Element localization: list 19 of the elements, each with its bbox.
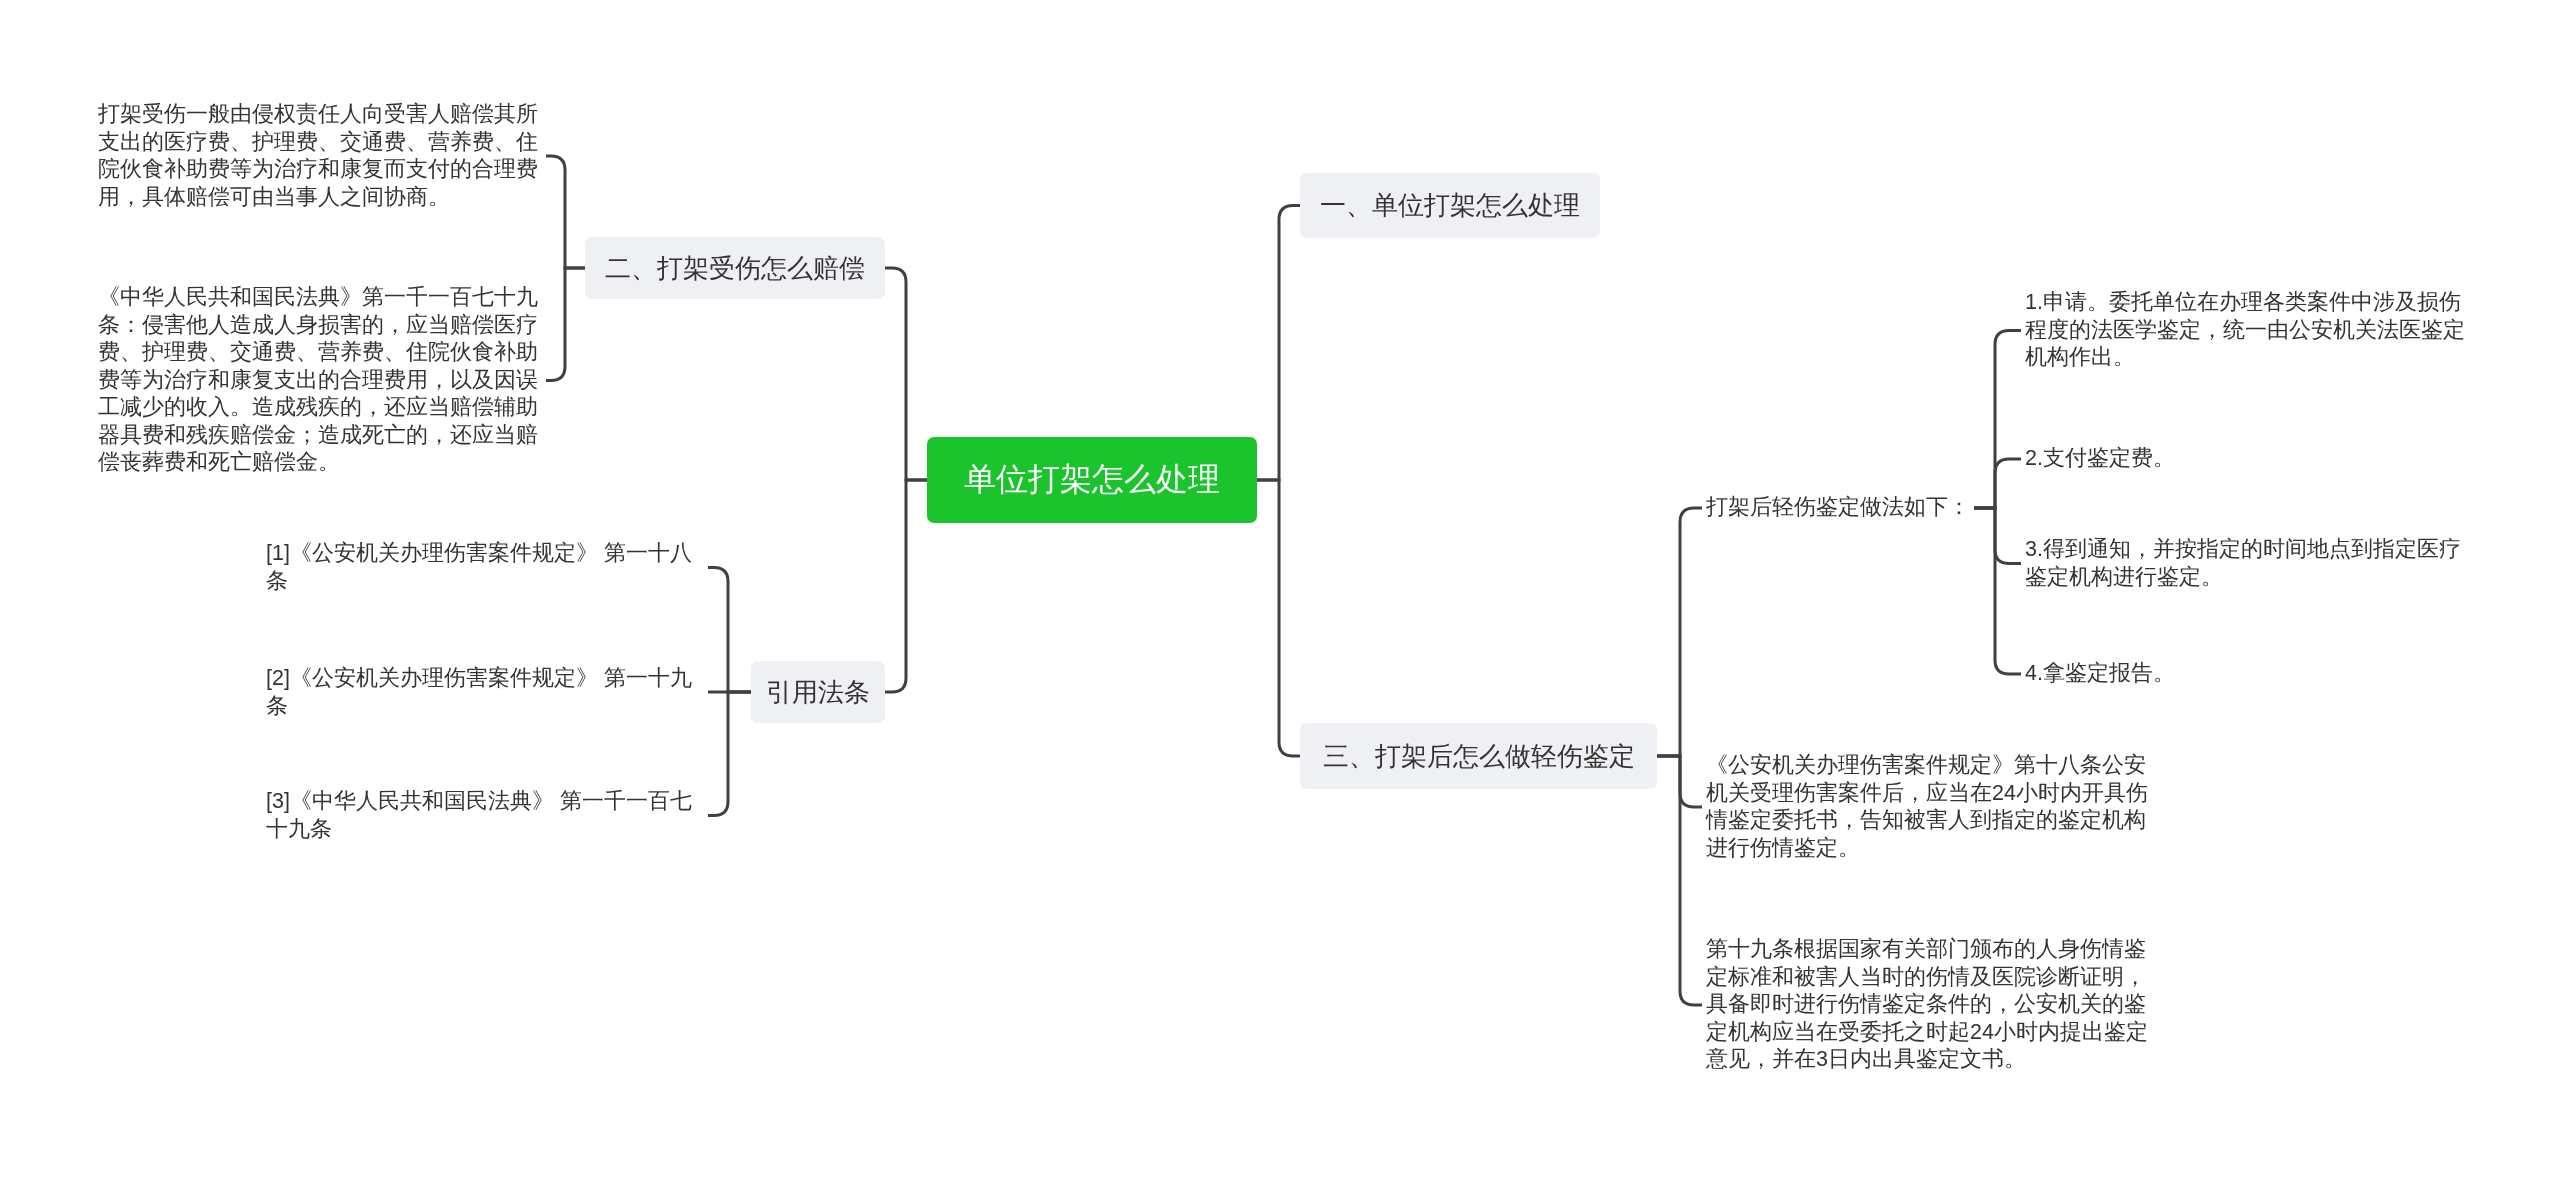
topic-box: 三、打架后怎么做轻伤鉴定 [1300, 723, 1657, 789]
note-text: 《中华人民共和国民法典》第一千一百七十九条：侵害他人造成人身损害的，应当赔偿医疗费、护理费、交通费、营养费、住院伙食补助费等为治疗和康复支出的合理费用，以及因误工减少的收入。造成残疾的，还应当赔偿辅助器具费和残疾赔偿金；造成死亡的，还应当赔偿丧葬费和死亡赔偿金。 [94, 284, 546, 477]
topic-box: 二、打架受伤怎么赔偿 [585, 237, 885, 299]
note-text: 打架后轻伤鉴定做法如下： [1702, 494, 1974, 522]
topic-box: 一、单位打架怎么处理 [1300, 173, 1600, 238]
note-text: 4.拿鉴定报告。 [2021, 660, 2473, 688]
connector-line [885, 478, 927, 694]
note-text: 2.支付鉴定费。 [2021, 445, 2473, 473]
note-text: [2]《公安机关办理伤害案件规定》 第一十九条 [262, 665, 708, 720]
note-text: [3]《中华人民共和国民法典》 第一千一百七十九条 [262, 788, 708, 843]
note-text: 1.申请。委托单位在办理各类案件中涉及损伤程度的法医学鉴定，统一由公安机关法医鉴定机构作出。 [2021, 289, 2473, 372]
note-text: 打架受伤一般由侵权责任人向受害人赔偿其所支出的医疗费、护理费、交通费、营养费、住院伙食补助费等为治疗和康复而支付的合理费用，具体赔偿可由当事人之间协商。 [94, 101, 546, 211]
connector-line [1257, 478, 1300, 758]
note-text: 3.得到通知，并按指定的时间地点到指定医疗鉴定机构进行鉴定。 [2021, 536, 2473, 591]
central-topic-box: 单位打架怎么处理 [927, 437, 1257, 523]
note-text: [1]《公安机关办理伤害案件规定》 第一十八条 [262, 540, 708, 595]
topic-box: 引用法条 [751, 661, 885, 723]
note-text: 《公安机关办理伤害案件规定》第十八条公安机关受理伤害案件后，应当在24小时内开具伤情鉴定委托书，告知被害人到指定的鉴定机构进行伤情鉴定。 [1702, 752, 2154, 862]
note-text: 第十九条根据国家有关部门颁布的人身伤情鉴定标准和被害人当时的伤情及医院诊断证明，具备即时进行伤情鉴定条件的，公安机关的鉴定机构应当在受委托之时起24小时内提出鉴定意见，并在3日内出具鉴定文书。 [1702, 936, 2154, 1074]
